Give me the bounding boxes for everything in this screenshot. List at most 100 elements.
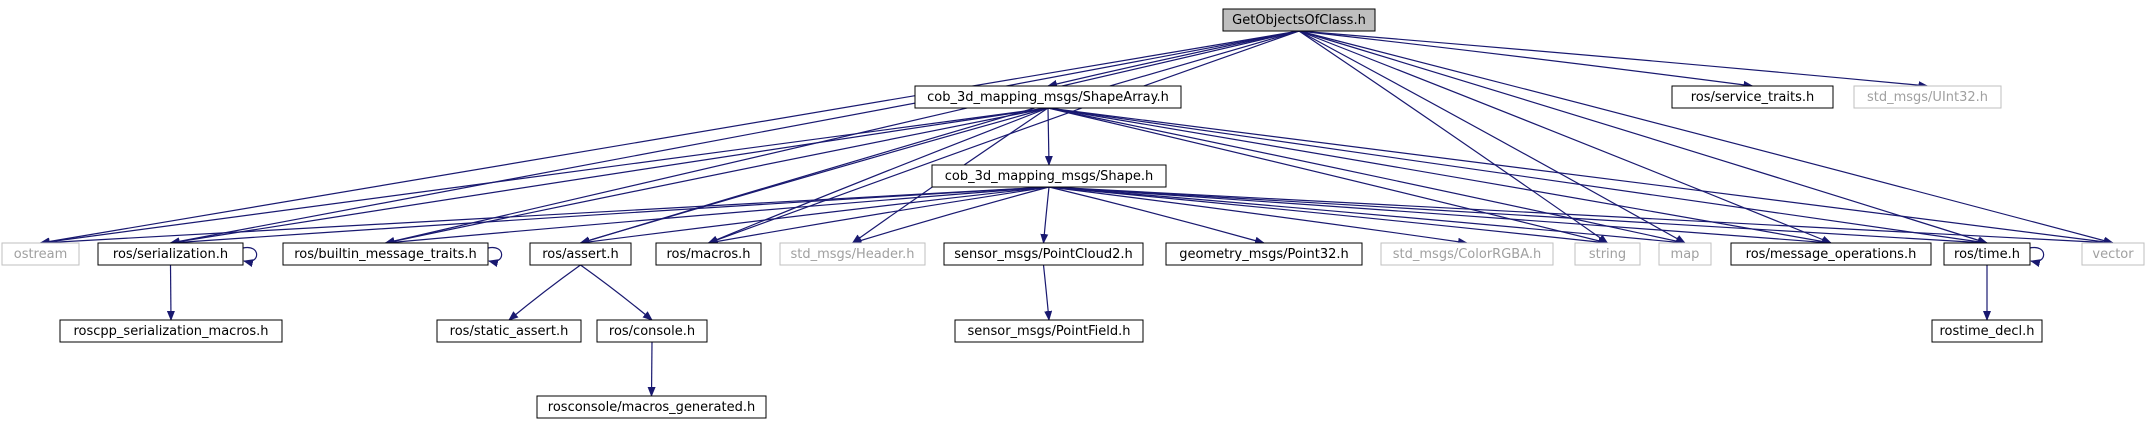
node-label: rosconsole/macros_generated.h	[548, 400, 755, 415]
node-box	[1, 242, 80, 266]
node-staticassert[interactable]: ros/static_assert.h	[436, 319, 582, 343]
node-vector[interactable]: vector	[2081, 242, 2145, 266]
node-label: std_msgs/UInt32.h	[1867, 90, 1988, 105]
edge-shape-to-msgops	[1048, 186, 1832, 247]
edge-shapearray-to-builtin	[384, 107, 1049, 246]
node-label: ros/time.h	[1954, 247, 2020, 262]
node-box	[914, 85, 1182, 109]
node-console[interactable]: ros/console.h	[596, 319, 708, 343]
node-box	[1730, 242, 1932, 266]
node-box	[931, 164, 1167, 188]
node-box	[1943, 242, 2031, 266]
node-string[interactable]: string	[1574, 242, 1641, 266]
edge-serialization-to-roscppser	[166, 264, 175, 321]
node-box	[282, 242, 489, 266]
edge-assert-to-console	[580, 264, 653, 321]
node-pointcloud2[interactable]: sensor_msgs/PointCloud2.h	[943, 242, 1144, 266]
edge-shapearray-to-msgops	[1047, 107, 1832, 246]
node-label: ros/assert.h	[542, 247, 619, 262]
edge-shape-to-map	[1048, 186, 1686, 247]
node-builtin[interactable]: ros/builtin_message_traits.h	[282, 242, 489, 266]
edge-shapearray-to-serialization	[169, 107, 1049, 246]
edge-root-to-macros	[707, 30, 1300, 244]
node-box	[1165, 242, 1363, 266]
node-box	[1853, 85, 2002, 109]
node-box	[529, 242, 632, 266]
node-label: ros/builtin_message_traits.h	[294, 247, 477, 262]
edge-shape-to-pointcloud2	[1040, 186, 1050, 244]
edge-pointcloud2-to-pointfield	[1042, 264, 1053, 321]
node-map[interactable]: map	[1658, 242, 1712, 266]
node-label: rostime_decl.h	[1939, 324, 2034, 339]
node-time[interactable]: ros/time.h	[1943, 242, 2031, 266]
node-serialization[interactable]: ros/serialization.h	[97, 242, 244, 266]
node-label: map	[1671, 247, 1700, 262]
node-box	[1222, 8, 1376, 32]
node-assert[interactable]: ros/assert.h	[529, 242, 632, 266]
node-box	[97, 242, 244, 266]
node-box	[1380, 242, 1554, 266]
node-label: std_msgs/ColorRGBA.h	[1393, 247, 1541, 262]
edge-shapearray-to-vector	[1047, 107, 2114, 246]
edge-root-to-servicetraits	[1298, 30, 1754, 89]
edge-shapearray-to-string	[1047, 107, 1609, 245]
edge-root-to-map	[1298, 30, 1686, 244]
edge-assert-to-staticassert	[508, 264, 581, 321]
edge-shape-to-macros	[707, 186, 1050, 246]
node-label: cob_3d_mapping_msgs/Shape.h	[945, 169, 1154, 184]
node-box	[655, 242, 762, 266]
edge-shapearray-to-macros	[707, 107, 1049, 244]
node-box	[1931, 319, 2043, 343]
node-label: ros/service_traits.h	[1691, 90, 1815, 105]
node-point32[interactable]: geometry_msgs/Point32.h	[1165, 242, 1363, 266]
edge-root-to-ostream	[39, 30, 1300, 246]
edge-shape-to-ostream	[39, 186, 1050, 247]
node-label: std_msgs/Header.h	[791, 247, 915, 262]
node-roscppser[interactable]: roscpp_serialization_macros.h	[59, 319, 283, 343]
edge-shape-to-assert	[579, 186, 1050, 246]
edge-shape-to-time	[1048, 186, 1988, 247]
node-pointfield[interactable]: sensor_msgs/PointField.h	[954, 319, 1144, 343]
node-servicetraits[interactable]: ros/service_traits.h	[1671, 85, 1834, 109]
edge-shapearray-to-assert	[579, 107, 1049, 245]
node-label: ros/serialization.h	[113, 247, 228, 262]
edge-root-to-uint32	[1298, 30, 1929, 90]
node-box	[536, 395, 767, 419]
node-label: cob_3d_mapping_msgs/ShapeArray.h	[927, 90, 1169, 105]
edge-root-to-serialization	[169, 30, 1300, 246]
node-label: geometry_msgs/Point32.h	[1179, 247, 1349, 262]
edge-shape-to-serialization	[169, 186, 1050, 247]
node-layer: GetObjectsOfClass.h cob_3d_mapping_msgs/S…	[1, 8, 2145, 419]
edge-shapearray-to-shape	[1044, 107, 1053, 166]
node-label: vector	[2092, 247, 2134, 262]
edge-shapearray-to-ostream	[39, 107, 1049, 246]
node-label: ostream	[14, 247, 68, 262]
edge-serialization-to-serialization	[242, 246, 258, 267]
node-macros[interactable]: ros/macros.h	[655, 242, 762, 266]
node-colorrgba[interactable]: std_msgs/ColorRGBA.h	[1380, 242, 1554, 266]
edge-shapearray-to-map	[1047, 107, 1686, 245]
node-rostimedecl[interactable]: rostime_decl.h	[1931, 319, 2043, 343]
node-box	[954, 319, 1144, 343]
node-label: string	[1589, 247, 1626, 262]
edge-root-to-vector	[1298, 30, 2114, 245]
node-uint32[interactable]: std_msgs/UInt32.h	[1853, 85, 2002, 109]
node-shapearray[interactable]: cob_3d_mapping_msgs/ShapeArray.h	[914, 85, 1182, 109]
node-box	[596, 319, 708, 343]
node-header[interactable]: std_msgs/Header.h	[779, 242, 926, 266]
node-label: ros/console.h	[609, 324, 695, 339]
edge-shape-to-vector	[1048, 186, 2114, 247]
node-box	[943, 242, 1144, 266]
node-msgops[interactable]: ros/message_operations.h	[1730, 242, 1932, 266]
node-box	[1658, 242, 1712, 266]
node-ostream[interactable]: ostream	[1, 242, 80, 266]
node-rosconsolemacros[interactable]: rosconsole/macros_generated.h	[536, 395, 767, 419]
node-root[interactable]: GetObjectsOfClass.h	[1222, 8, 1376, 32]
node-label: sensor_msgs/PointCloud2.h	[954, 247, 1132, 262]
node-shape[interactable]: cob_3d_mapping_msgs/Shape.h	[931, 164, 1167, 188]
edge-root-to-msgops	[1298, 30, 1832, 244]
edge-console-to-rosconsolemacros	[647, 341, 656, 397]
node-label: ros/static_assert.h	[450, 324, 569, 339]
node-label: roscpp_serialization_macros.h	[74, 324, 269, 339]
